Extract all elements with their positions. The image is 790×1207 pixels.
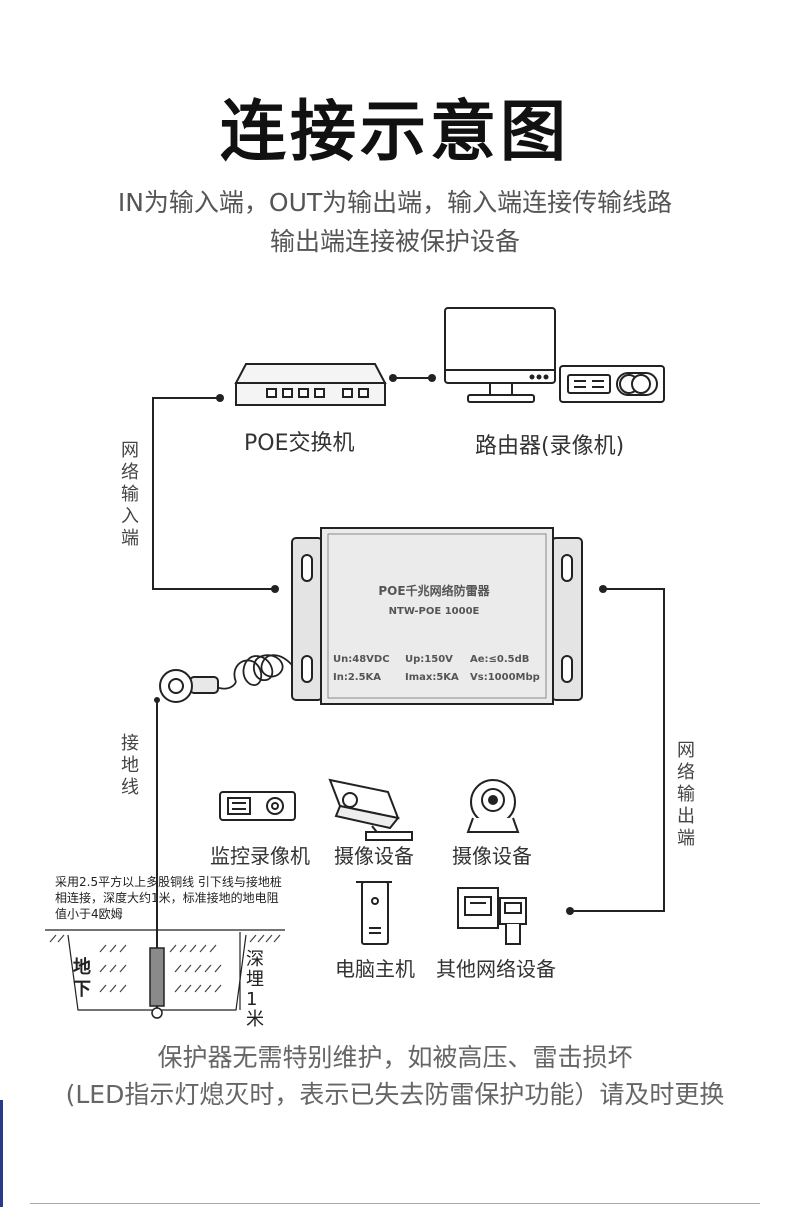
protector-spec-imax: Imax:5KA — [405, 672, 459, 683]
ground-rod — [149, 947, 165, 1019]
input-cable-line — [152, 397, 275, 590]
intro-line-1: IN为输入端，OUT为输出端，输入端连接传输线路 — [117, 188, 673, 217]
footer-line-2: (LED指示灯熄灭时，表示已失去防雷保护功能）请及时更换 — [65, 1080, 725, 1109]
protector-spec-in: In:2.5KA — [333, 672, 381, 683]
protector-spec-un: Un:48VDC — [333, 654, 390, 665]
router-recorder-icon — [559, 365, 665, 403]
poe-switch-label: POE交换机 — [244, 431, 355, 456]
ground-ring-terminal — [159, 669, 219, 703]
protector-model: NTW-POE 1000E — [389, 606, 480, 617]
output-cable-line — [570, 588, 665, 912]
grounding-note: 采用2.5平方以上多股铜线 引下线与接地桩相连接，深度大约1米，标准接地的地电阻… — [55, 875, 282, 921]
dome-camera-icon — [466, 779, 520, 833]
pc-tower-icon — [356, 881, 392, 945]
ground-side-label: 接地线 — [121, 733, 139, 798]
ground-cable-coil — [213, 654, 293, 690]
protector-spec-ae: Ae:≤0.5dB — [470, 654, 529, 665]
bullet-camera-icon — [328, 778, 413, 841]
other-device-label: 其他网络设备 — [436, 957, 556, 981]
camera1-label: 摄像设备 — [334, 844, 414, 868]
camera2-label: 摄像设备 — [452, 844, 532, 868]
monitor-icon — [444, 307, 556, 403]
pc-label: 电脑主机 — [335, 957, 415, 981]
protector-name: POE千兆网络防雷器 — [378, 583, 490, 598]
left-edge-bar — [0, 1100, 3, 1207]
intro-line-2: 输出端连接被保护设备 — [269, 227, 520, 256]
protector-spec-up: Up:150V — [405, 654, 453, 665]
network-jack-icon — [457, 887, 527, 945]
depth-label: 深埋1米 — [246, 949, 264, 1030]
poe-switch-icon — [234, 363, 387, 406]
router-label: 路由器(录像机) — [475, 434, 625, 459]
page-title: 连接示意图 — [220, 93, 570, 170]
nvr-label: 监控录像机 — [210, 844, 310, 868]
nvr-recorder-icon — [219, 791, 296, 821]
underground-label: 地下 — [73, 957, 91, 1000]
input-side-label: 网络输入端 — [121, 440, 139, 549]
output-side-label: 网络输出端 — [677, 740, 695, 849]
bottom-divider — [30, 1203, 760, 1204]
protector-spec-vs: Vs:1000Mbp — [470, 672, 540, 683]
footer-line-1: 保护器无需特别维护，如被高压、雷击损坏 — [157, 1043, 633, 1072]
lightning-protector-device — [291, 527, 583, 705]
